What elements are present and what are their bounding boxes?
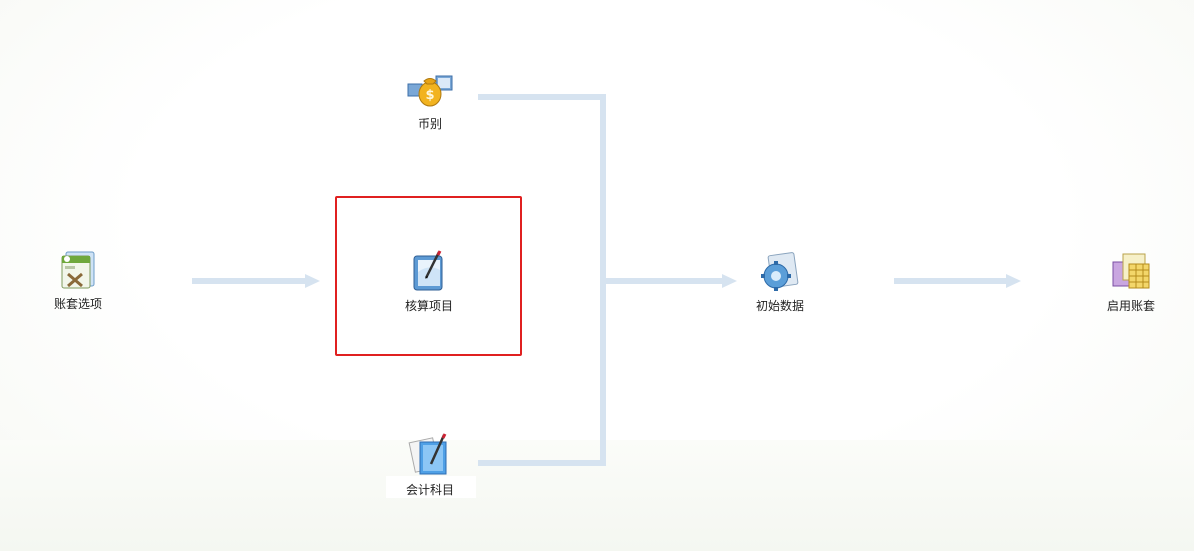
bottom-shade <box>0 440 1194 551</box>
node-currency[interactable]: $ 币别 <box>370 66 490 132</box>
currency-moneybag-icon: $ <box>407 75 453 107</box>
node-enable-account-set[interactable]: 启用账套 <box>1071 248 1191 314</box>
node-initial-data[interactable]: 初始数据 <box>720 248 840 314</box>
node-label: 会计科目 <box>405 483 454 497</box>
node-accounting-items[interactable]: 核算项目 <box>369 248 489 314</box>
spreadsheet-icon <box>1112 253 1150 289</box>
svg-text:$: $ <box>425 88 434 103</box>
label-backdrop <box>386 476 476 498</box>
arrowhead-to-initial-data <box>722 274 737 288</box>
gear-document-icon <box>761 252 799 291</box>
selected-node-highlight <box>335 196 522 356</box>
notebook-pen-icon <box>413 250 443 291</box>
node-label: 初始数据 <box>755 299 804 313</box>
node-label: 启用账套 <box>1106 299 1155 313</box>
node-label: 账套选项 <box>53 297 102 311</box>
account-options-icon <box>61 251 95 289</box>
node-label: 核算项目 <box>404 299 453 313</box>
arrowhead-to-items <box>305 274 320 288</box>
node-label: 币别 <box>417 117 442 131</box>
node-account-set-options[interactable]: 账套选项 <box>18 246 138 312</box>
node-chart-of-accounts[interactable]: 会计科目 <box>370 432 490 498</box>
arrowhead-to-enable <box>1006 274 1021 288</box>
document-pen-icon <box>408 433 447 475</box>
